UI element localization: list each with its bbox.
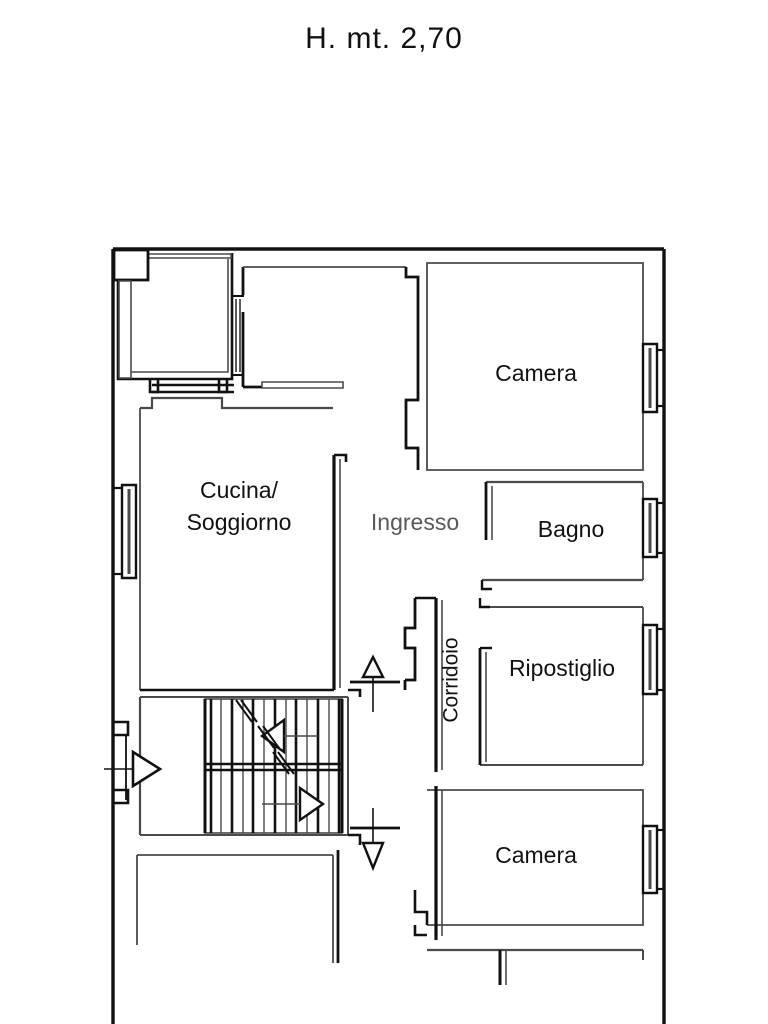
camera-sud-window xyxy=(641,824,665,895)
door-arrow-ingresso xyxy=(350,654,400,712)
bagno-window xyxy=(641,497,665,559)
label-camera-sud: Camera xyxy=(495,842,577,868)
room-cucina-soggiorno-walls xyxy=(139,396,348,692)
label-ripostiglio: Ripostiglio xyxy=(509,655,615,681)
page-title: H. mt. 2,70 xyxy=(305,22,463,55)
room-ripostiglio-walls xyxy=(478,598,644,766)
label-bagno: Bagno xyxy=(538,516,605,542)
label-camera-nord: Camera xyxy=(495,360,577,386)
stair-landing-walls xyxy=(113,688,362,845)
outer-walls xyxy=(111,247,666,1024)
label-cucina-line2: Soggiorno xyxy=(187,509,292,535)
camera-nord-window xyxy=(641,342,665,414)
room-camera-nord-walls xyxy=(426,262,644,471)
vano-top-middle xyxy=(232,266,420,470)
ripostiglio-window xyxy=(641,623,665,696)
bottom-left-room-walls xyxy=(136,854,334,963)
label-cucina-line1: Cucina/ xyxy=(200,477,279,503)
camera-sud-lower-walls xyxy=(413,890,644,985)
staircase xyxy=(203,698,344,834)
room-labels: Cucina/ Soggiorno Ingresso Camera Bagno … xyxy=(187,360,615,868)
door-arrow-corridoio-lower xyxy=(350,808,400,872)
balcony-top-left xyxy=(112,248,234,394)
label-corridoio: Corridoio xyxy=(440,637,463,722)
corridoio-walls xyxy=(403,596,443,940)
label-ingresso: Ingresso xyxy=(371,509,459,535)
cucina-window-left xyxy=(114,483,138,580)
door-arrow-entrance-left xyxy=(104,735,163,800)
